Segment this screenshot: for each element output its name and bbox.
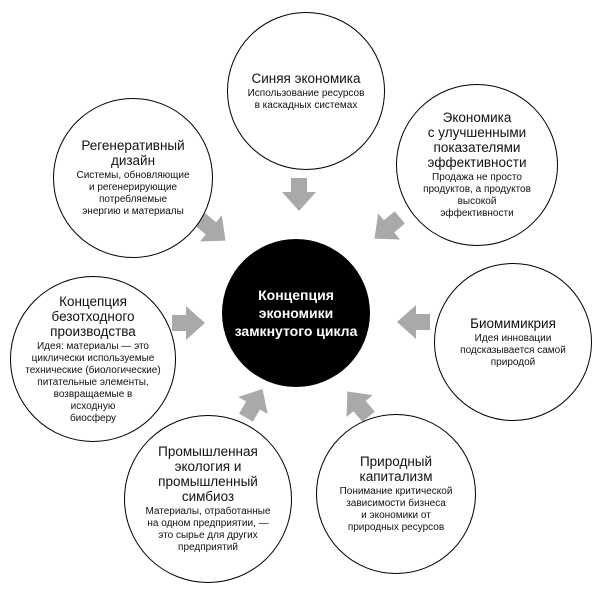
node-regenerative-design: Регенеративный дизайн Системы, обновляющ… [53,98,213,258]
node-biomimicry: Биомимикрия Идея инновации подсказываетс… [434,263,592,421]
node-description: Продажа не просто продуктов, а продуктов… [423,172,531,219]
node-title: Регенеративный дизайн [81,138,185,168]
node-title: Промышленная экология и промышленный сим… [158,444,258,504]
node-description: Понимание критической зависимости бизнес… [339,486,453,533]
arrow-from-zero-waste [172,306,205,340]
node-natural-capitalism: Природный капитализм Понимание критическ… [316,414,476,574]
center-title: Концепция экономики замкнутого цикла [234,287,358,339]
node-description: Идея: материалы — это циклически использ… [25,340,161,424]
node-performance-economy: Экономика с улучшенными показателями эфф… [396,84,558,246]
node-blue-economy: Синяя экономика Использование ресурсов в… [227,12,385,170]
node-title: Биомимикрия [470,315,556,331]
node-zero-waste: Концепция безотходного производства Идея… [10,276,176,442]
node-title: Природный капитализм [359,454,433,484]
node-title: Синяя экономика [251,70,361,86]
node-description: Использование ресурсов в каскадных систе… [247,87,365,111]
arrow-from-biomimicry [397,305,430,339]
center-circle: Концепция экономики замкнутого цикла [222,239,370,387]
node-description: Системы, обновляющие и регенерирующие по… [76,170,190,217]
arrow-from-blue-economy [282,178,316,211]
arrow-from-industrial-ecology [238,389,268,422]
arrow-from-regenerative-design [195,213,226,242]
node-description: Материалы, отработанные на одном предпри… [145,506,271,553]
node-title: Концепция безотходного производства [50,293,136,339]
node-title: Экономика с улучшенными показателями эфф… [427,110,527,170]
arrow-from-natural-capitalism [346,391,375,422]
node-industrial-ecology: Промышленная экология и промышленный сим… [124,415,292,583]
arrow-from-performance-economy [374,211,405,240]
node-description: Идея инновации подсказывается самой прир… [460,332,566,368]
